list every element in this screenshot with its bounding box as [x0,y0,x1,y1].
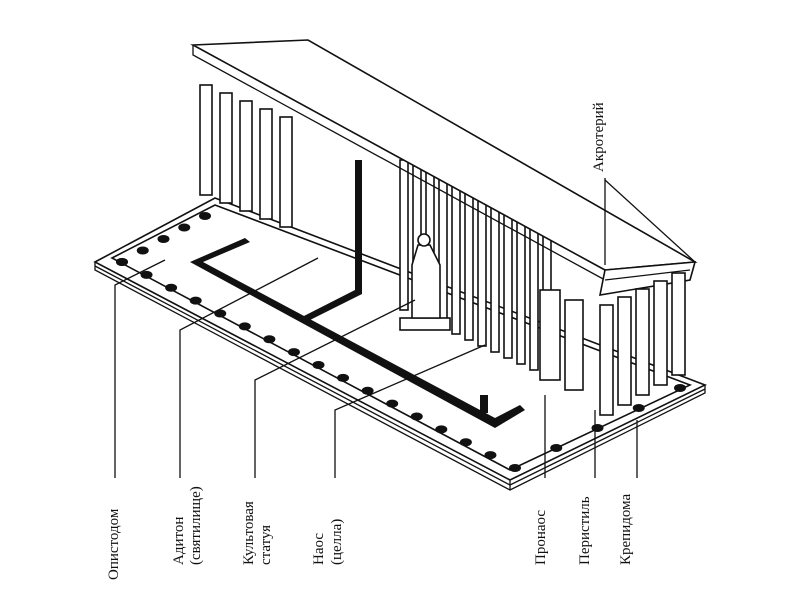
label-cult-statue-sub: статуя [258,525,274,565]
column [617,296,632,406]
column [599,304,614,416]
column [464,189,474,341]
column-base [361,386,374,395]
column-base [410,412,423,421]
column-base [157,235,170,243]
column-base [116,258,128,266]
cella-walls [190,160,525,428]
column-base [632,404,645,412]
column-bases [116,212,686,472]
cult-statue [399,233,451,331]
column [671,272,686,376]
column-base [214,309,227,318]
column [451,183,461,335]
column-base [337,373,350,382]
label-naos-sub: (целла) [329,519,345,565]
column [516,213,526,365]
column [539,289,561,381]
label-akroterion: Акротерий [591,102,607,172]
column-base [189,296,202,305]
labels: Опистодом Адитон (святилище) Культовая с… [106,102,634,580]
leader-lines [114,178,696,478]
column-base [287,348,300,357]
column-base [199,212,211,220]
column-base [484,451,497,460]
front-colonnade [199,84,686,416]
column-base [591,424,604,432]
column [399,159,409,311]
column [477,195,487,347]
column-base [136,246,149,255]
label-adyton: Адитон [171,517,187,565]
label-peristyle: Перистиль [577,496,593,565]
column [564,299,584,391]
column-base [238,322,251,331]
column-base [140,270,153,279]
column-base [165,283,178,292]
label-adyton-sub: (святилище) [188,486,204,565]
column-base [178,223,191,232]
column-base [550,444,563,452]
column-base [509,464,521,472]
label-naos: Наос [311,533,327,565]
column [279,116,293,228]
column [259,108,273,220]
label-krepidoma: Крепидома [618,494,634,565]
column [653,280,668,386]
column [199,84,213,196]
column-base [674,384,686,392]
column [490,201,500,353]
column-base [435,425,448,434]
label-pronaos: Пронаос [533,510,549,565]
label-cult-statue: Культовая [241,501,257,565]
column-base [263,335,276,344]
column-base [312,361,325,369]
column [239,100,253,212]
column-base [459,438,472,447]
label-opisthodomos: Опистодом [106,508,122,580]
column [635,288,650,396]
column [503,207,513,359]
column-base [386,399,399,408]
column [219,92,233,204]
